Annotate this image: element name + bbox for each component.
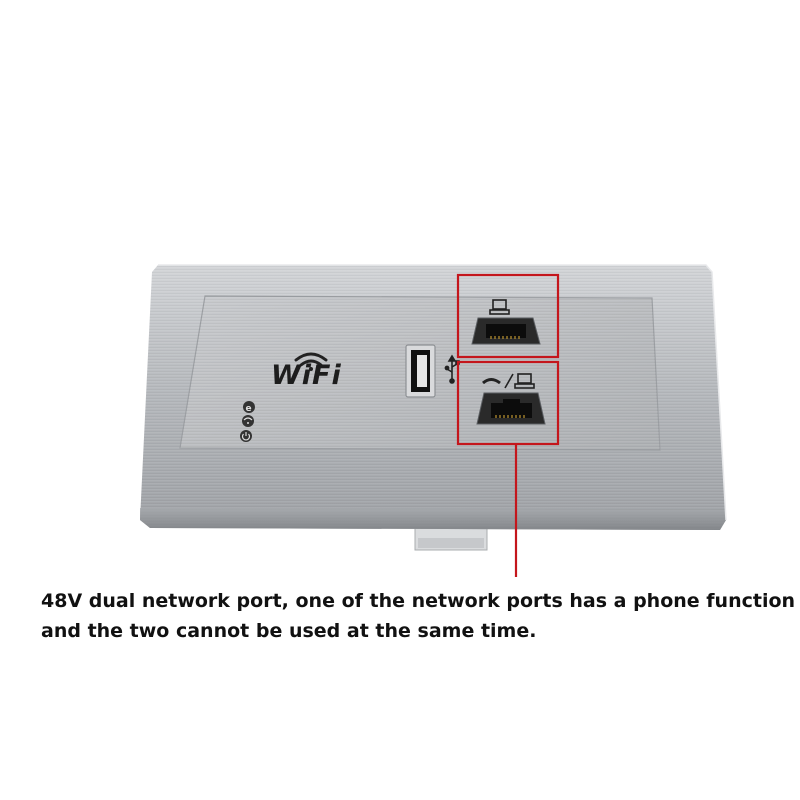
wifi-led-icon [242, 415, 254, 427]
ie-icon: e [243, 401, 255, 414]
svg-text:e: e [246, 404, 252, 414]
caption: 48V dual network port, one of the networ… [41, 586, 800, 646]
caption-line-2: and the two cannot be used at the same t… [41, 620, 537, 642]
wifi-signal-icon [294, 352, 328, 371]
network-port-upper [471, 317, 541, 345]
network-port-lower [476, 392, 546, 425]
power-icon [240, 430, 252, 442]
computer-icon [489, 299, 510, 315]
usb-port [405, 344, 436, 398]
computer-icon-lower [514, 373, 535, 389]
mounting-base [414, 524, 488, 551]
phone-icon [482, 373, 514, 389]
caption-line-1: 48V dual network port, one of the networ… [41, 590, 796, 612]
callout-box-upper [456, 273, 560, 359]
callout-box-lower [456, 360, 560, 446]
wifi-logo-text: WiFi [271, 360, 342, 391]
callout-annotation [456, 273, 560, 577]
